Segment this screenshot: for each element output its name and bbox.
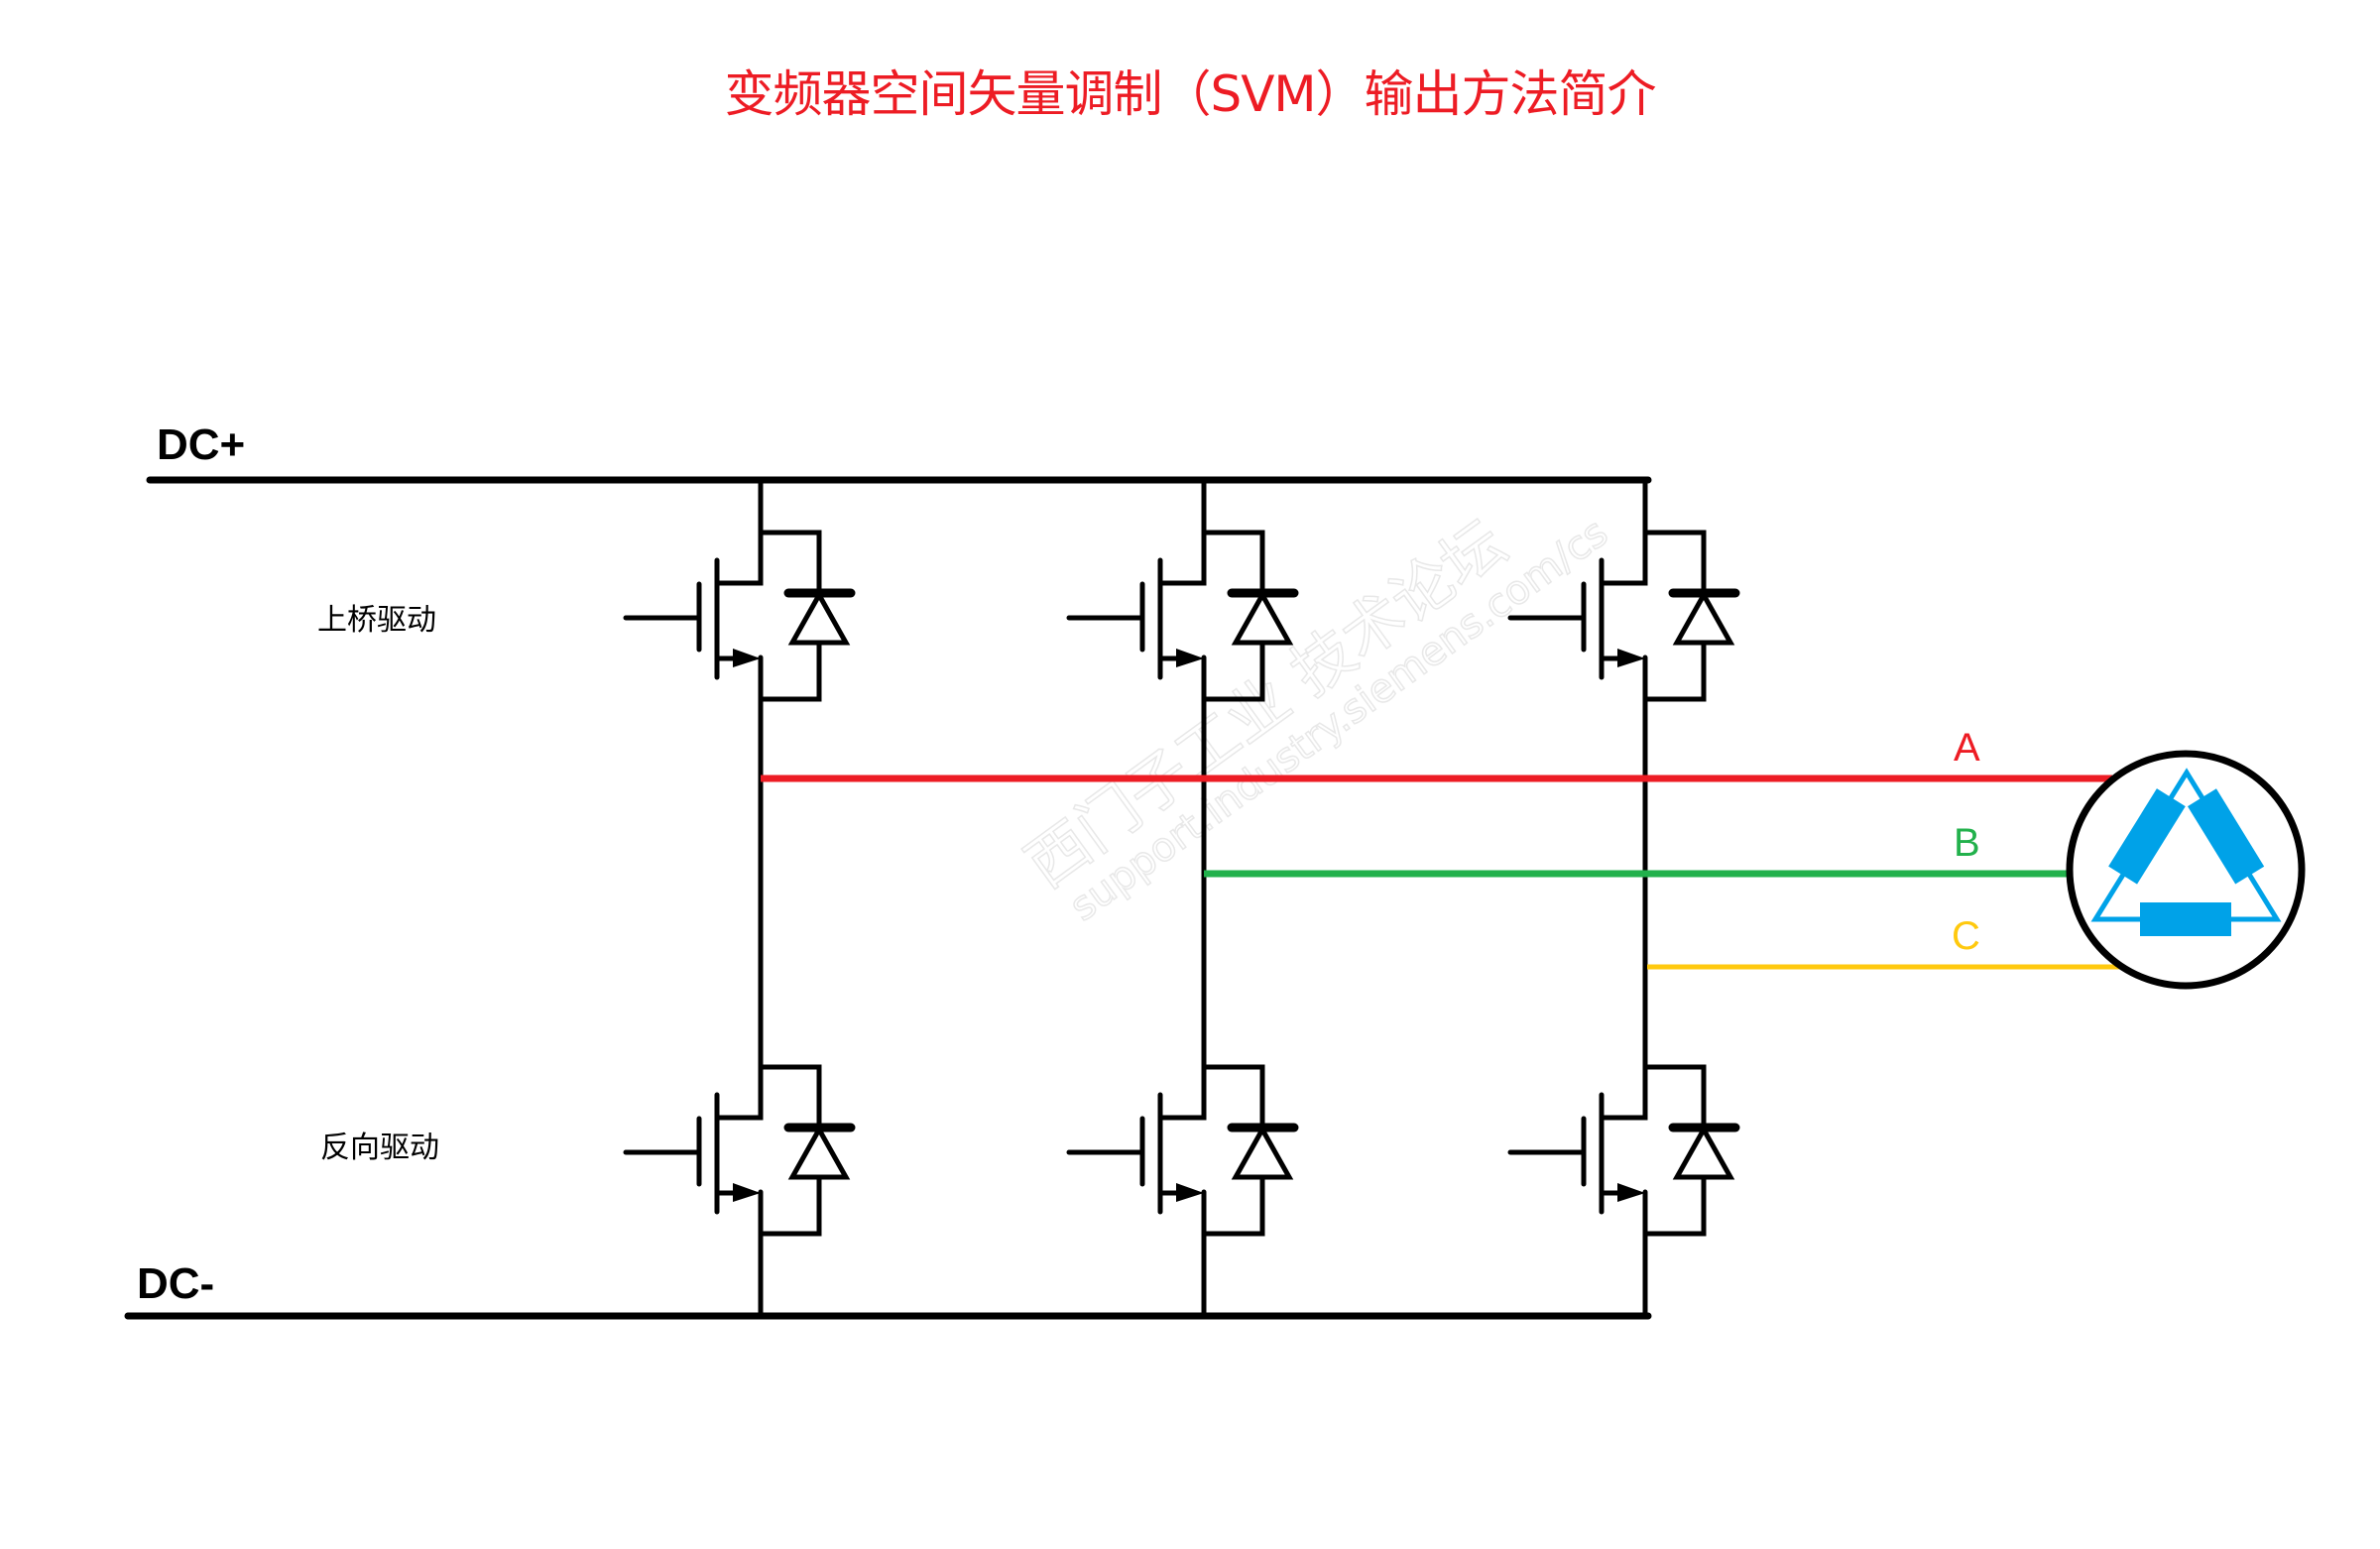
source-arrow-icon	[1176, 1183, 1204, 1202]
upper-switch	[1507, 530, 1740, 702]
source-wire	[758, 641, 822, 702]
source-arrow-icon	[733, 649, 761, 667]
watermark-line2: support.industry.siemens.com/cs	[1062, 510, 1616, 930]
phase-c-label: C	[1952, 914, 1980, 958]
diode-anode-wire	[758, 530, 822, 596]
page-title: 变频器空间矢量调制（SVM）输出方法简介	[724, 65, 1656, 123]
lower-drive-label: 反向驱动	[320, 1131, 439, 1165]
dc-minus-label: DC-	[137, 1259, 215, 1308]
diode-anode-wire	[1201, 530, 1265, 596]
winding-right	[2187, 788, 2265, 885]
winding-left	[2108, 788, 2186, 885]
phase-a-label: A	[1954, 726, 1980, 770]
leg-c	[1507, 480, 1740, 1316]
upper-switch	[1066, 530, 1299, 702]
drain-wire	[1157, 1064, 1207, 1121]
source-arrow-icon	[1617, 649, 1645, 667]
leg-b	[1066, 480, 1299, 1316]
source-wire	[1201, 641, 1265, 702]
winding-bottom	[2140, 902, 2231, 936]
diode-triangle	[1231, 589, 1294, 646]
drain-wire	[1599, 1064, 1648, 1121]
drain-wire	[1599, 530, 1648, 586]
delta-windings	[2090, 768, 2282, 936]
lower-switch	[1066, 1064, 1299, 1237]
diode-triangle	[1231, 1124, 1294, 1180]
diode-triangle	[1672, 589, 1735, 646]
watermark: 西门子工业 技术论坛 support.industry.siemens.com/…	[1012, 506, 1617, 931]
phase-b-label: B	[1954, 821, 1980, 865]
source-arrow-icon	[1176, 649, 1204, 667]
source-wire	[1642, 641, 1707, 702]
lower-switch	[623, 1064, 856, 1237]
diode-triangle	[787, 589, 851, 646]
diode-anode-wire	[1642, 530, 1707, 596]
source-wire	[1201, 1175, 1265, 1237]
drain-wire	[714, 1064, 764, 1121]
lower-switch	[1507, 1064, 1740, 1237]
drain-wire	[1157, 530, 1207, 586]
leg-a	[623, 480, 856, 1316]
source-arrow-icon	[1617, 1183, 1645, 1202]
diode-anode-wire	[1201, 1064, 1265, 1131]
diode-triangle	[787, 1124, 851, 1180]
drain-wire	[714, 530, 764, 586]
upper-switch	[623, 530, 856, 702]
upper-drive-label: 上桥驱动	[317, 603, 436, 638]
motor-housing	[2066, 750, 2306, 990]
diode-triangle	[1672, 1124, 1735, 1180]
source-arrow-icon	[733, 1183, 761, 1202]
source-wire	[758, 1175, 822, 1237]
diode-anode-wire	[1642, 1064, 1707, 1131]
motor	[2066, 750, 2306, 990]
source-wire	[1642, 1175, 1707, 1237]
bridge-legs	[623, 480, 1740, 1316]
dc-plus-label: DC+	[157, 420, 246, 469]
diode-anode-wire	[758, 1064, 822, 1131]
watermark-line1: 西门子工业 技术论坛	[1012, 506, 1518, 901]
